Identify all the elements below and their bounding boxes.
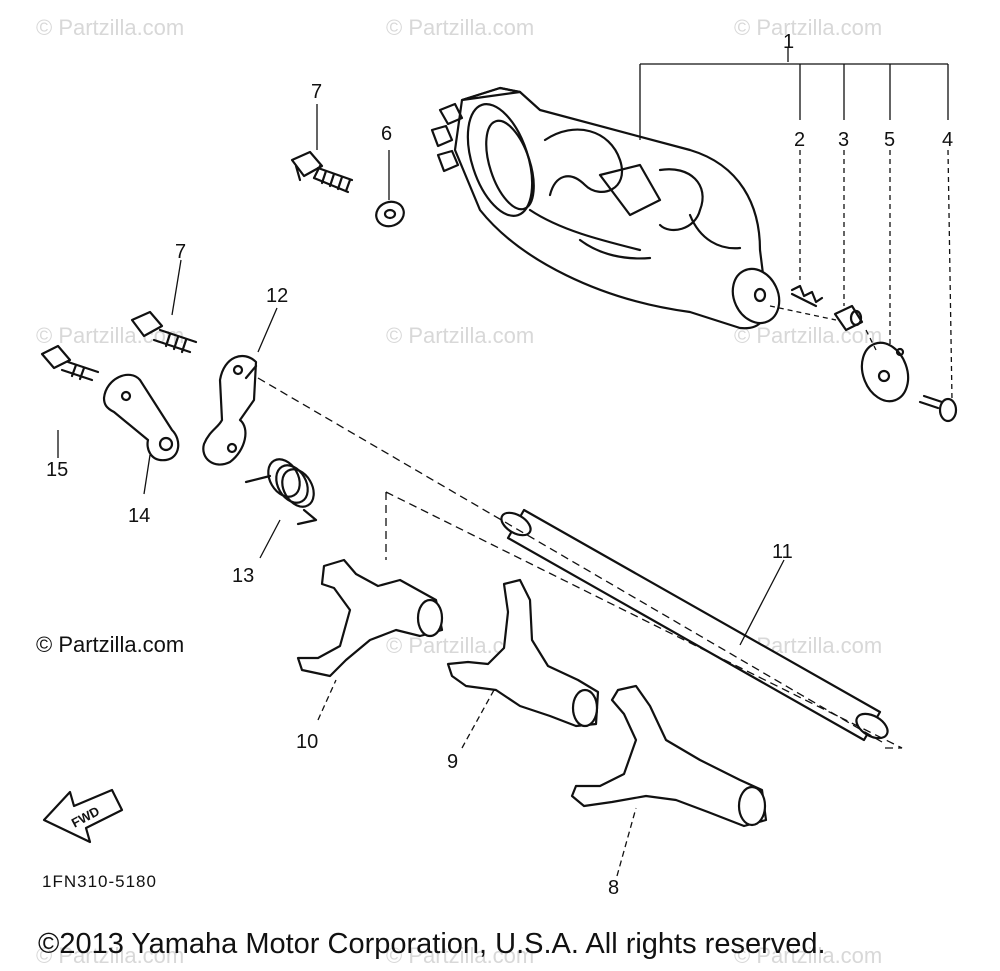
watermark-bottom-right: © Partzilla.com [734,943,882,968]
watermark-bottom-center: © Partzilla.com [386,943,534,968]
drum-spring [790,284,824,308]
watermark-top-right: © Partzilla.com [734,15,882,40]
callout-9: 9 [447,751,458,773]
stopper-lever [202,354,258,466]
callout-7-lower: 7 [175,241,186,263]
callout-12: 12 [266,285,288,307]
shift-drum [430,86,781,330]
shift-fork-10 [296,558,444,678]
callout-15: 15 [46,459,68,481]
copyright-watermark-label: © Partzilla.com [36,632,185,657]
drum-screw [918,394,958,423]
diagram-part-number: 1FN310-5180 [42,872,157,891]
copyright-footer: ©2013 Yamaha Motor Corporation, U.S.A. A… [38,928,826,960]
watermark-top-center: © Partzilla.com [386,15,534,40]
callout-2: 2 [794,129,805,151]
fwd-arrow [42,788,124,844]
callout-14: 14 [128,505,150,527]
shift-fork-9 [446,578,600,728]
callout-6: 6 [381,123,392,145]
callout-13: 13 [232,565,254,587]
callouts: 1 2 3 4 5 6 7 7 8 9 10 11 12 13 14 15 FW… [46,31,953,899]
callout-7-upper: 7 [311,81,322,103]
watermark-bottom-left: © Partzilla.com [36,943,184,968]
shift-fork-8 [570,684,768,828]
callout-3: 3 [838,129,849,151]
drum-plate [860,341,910,403]
drum-pin [833,304,864,332]
callout-11: 11 [772,541,793,563]
callout-1: 1 [783,31,794,53]
bolt-lower [130,310,198,354]
callout-4: 4 [942,129,953,151]
watermark-top-left: © Partzilla.com [36,15,184,40]
watermark-mid-center: © Partzilla.com [386,323,534,348]
segment-lever [102,373,180,462]
watermark-mid-right: © Partzilla.com [734,323,882,348]
bolt-upper [290,150,354,194]
torsion-spring [244,458,318,526]
leader-lines [57,48,953,877]
bolt-small [40,344,100,382]
callout-8: 8 [608,877,619,899]
washer [375,200,405,228]
callout-5: 5 [884,129,895,151]
callout-10: 10 [296,731,318,753]
